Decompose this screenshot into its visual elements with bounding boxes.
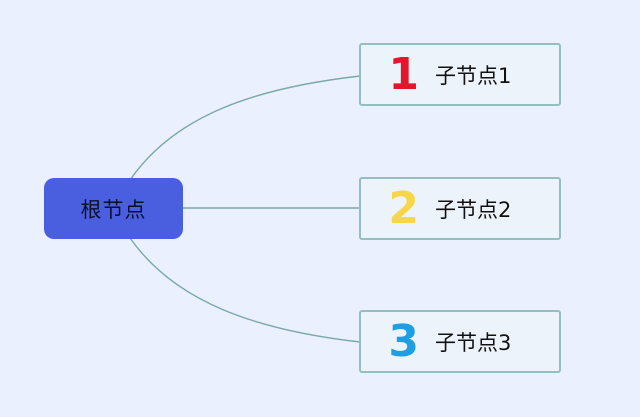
link-root-child-3 xyxy=(129,237,361,343)
root-node-label: 根节点 xyxy=(80,197,147,222)
priority-3-icon: 3 xyxy=(388,315,419,367)
child-node-1-label: 子节点1 xyxy=(435,63,512,88)
priority-2-icon: 2 xyxy=(388,182,419,234)
child-node-2-label: 子节点2 xyxy=(435,197,512,222)
child-node-2[interactable]: 2 子节点2 xyxy=(359,177,561,240)
priority-1-icon: 1 xyxy=(388,48,419,100)
root-node[interactable]: 根节点 xyxy=(44,178,183,239)
child-node-3[interactable]: 3 子节点3 xyxy=(359,310,561,373)
child-node-3-label: 子节点3 xyxy=(435,330,512,355)
link-root-child-1 xyxy=(129,75,361,181)
child-node-1[interactable]: 1 子节点1 xyxy=(359,43,561,106)
